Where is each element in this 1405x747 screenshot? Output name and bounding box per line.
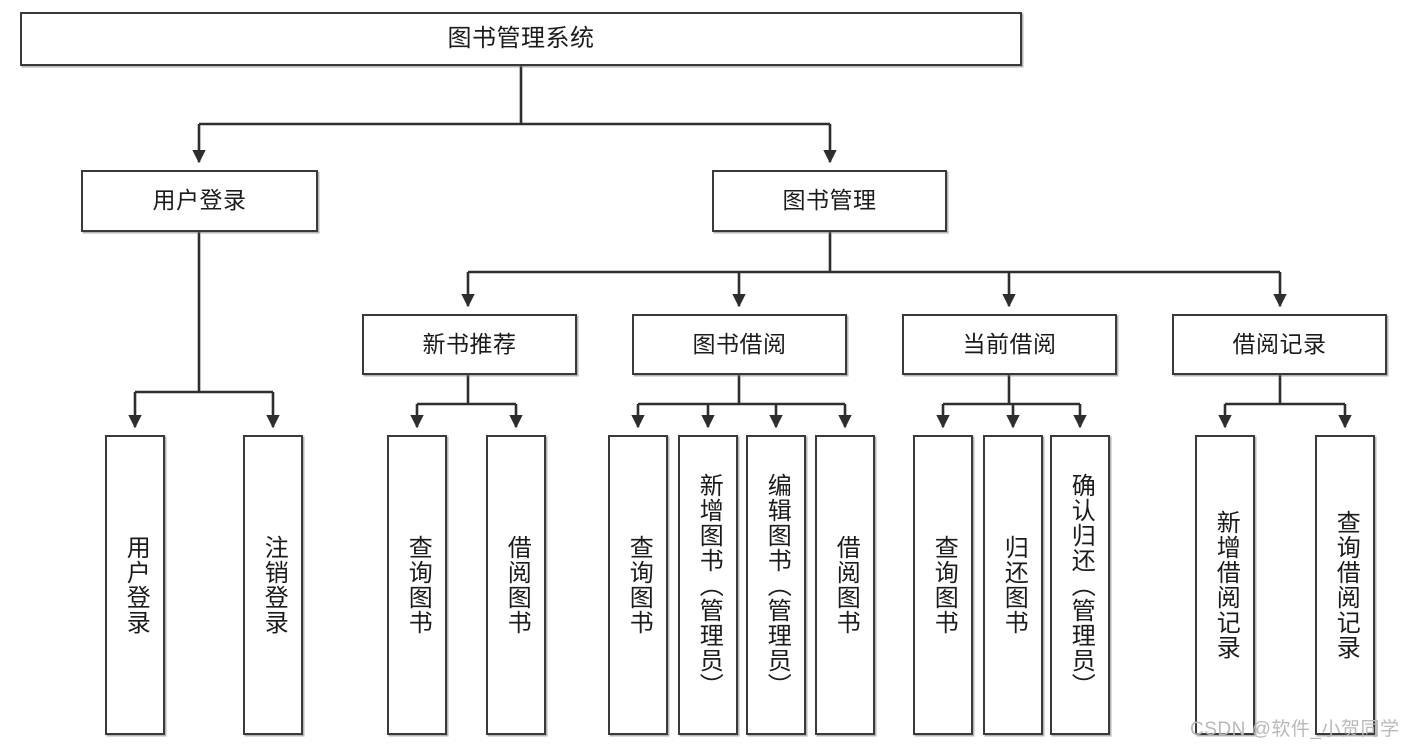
node-current-borrow[interactable]: 当前借阅 (902, 314, 1117, 375)
node-leaf-add-book-admin[interactable]: 新增图书（管理员） (678, 435, 738, 735)
node-label: 查询图书 (930, 535, 958, 635)
node-user-login[interactable]: 用户登录 (81, 170, 318, 232)
node-book-management[interactable]: 图书管理 (712, 170, 947, 232)
node-label: 归还图书 (1000, 535, 1028, 635)
node-leaf-query-book-recommend[interactable]: 查询图书 (387, 435, 447, 735)
node-label: 注销登录 (260, 535, 288, 635)
node-leaf-user-login[interactable]: 用户登录 (105, 435, 165, 735)
node-leaf-query-book-borrow[interactable]: 查询图书 (608, 435, 668, 735)
node-label: 借阅图书 (503, 535, 531, 635)
node-label: 编辑图书（管理员） (763, 472, 791, 698)
node-label: 查询图书 (625, 535, 653, 635)
node-leaf-borrow-book-recommend[interactable]: 借阅图书 (486, 435, 546, 735)
node-label: 查询借阅记录 (1332, 510, 1360, 660)
node-label: 新增图书（管理员） (695, 472, 723, 698)
node-leaf-add-borrow-record[interactable]: 新增借阅记录 (1195, 435, 1255, 735)
node-leaf-logout-login[interactable]: 注销登录 (243, 435, 303, 735)
node-label: 借阅图书 (832, 535, 860, 635)
node-borrow-record[interactable]: 借阅记录 (1172, 314, 1387, 375)
node-label: 借阅记录 (1232, 330, 1327, 357)
node-label: 用户登录 (152, 187, 247, 214)
node-book-borrow[interactable]: 图书借阅 (632, 314, 847, 375)
node-leaf-edit-book-admin[interactable]: 编辑图书（管理员） (746, 435, 806, 735)
node-new-book-recommend[interactable]: 新书推荐 (362, 314, 577, 375)
node-label: 新书推荐 (422, 330, 517, 357)
node-label: 确认归还（管理员） (1067, 472, 1095, 698)
node-leaf-borrow-book[interactable]: 借阅图书 (815, 435, 875, 735)
node-label: 图书管理 (782, 187, 877, 214)
node-label: 图书管理系统 (447, 24, 595, 52)
node-leaf-query-book-current[interactable]: 查询图书 (913, 435, 973, 735)
node-label: 新增借阅记录 (1212, 510, 1240, 660)
node-root-system[interactable]: 图书管理系统 (20, 12, 1022, 66)
node-leaf-confirm-return-admin[interactable]: 确认归还（管理员） (1050, 435, 1110, 735)
node-label: 当前借阅 (962, 330, 1057, 357)
node-label: 查询图书 (404, 535, 432, 635)
node-leaf-query-borrow-record[interactable]: 查询借阅记录 (1315, 435, 1375, 735)
csdn-watermark: CSDN @软件_小贺同学 (1190, 719, 1400, 740)
node-label: 用户登录 (122, 535, 150, 635)
node-label: 图书借阅 (692, 330, 787, 357)
node-leaf-return-book[interactable]: 归还图书 (983, 435, 1043, 735)
